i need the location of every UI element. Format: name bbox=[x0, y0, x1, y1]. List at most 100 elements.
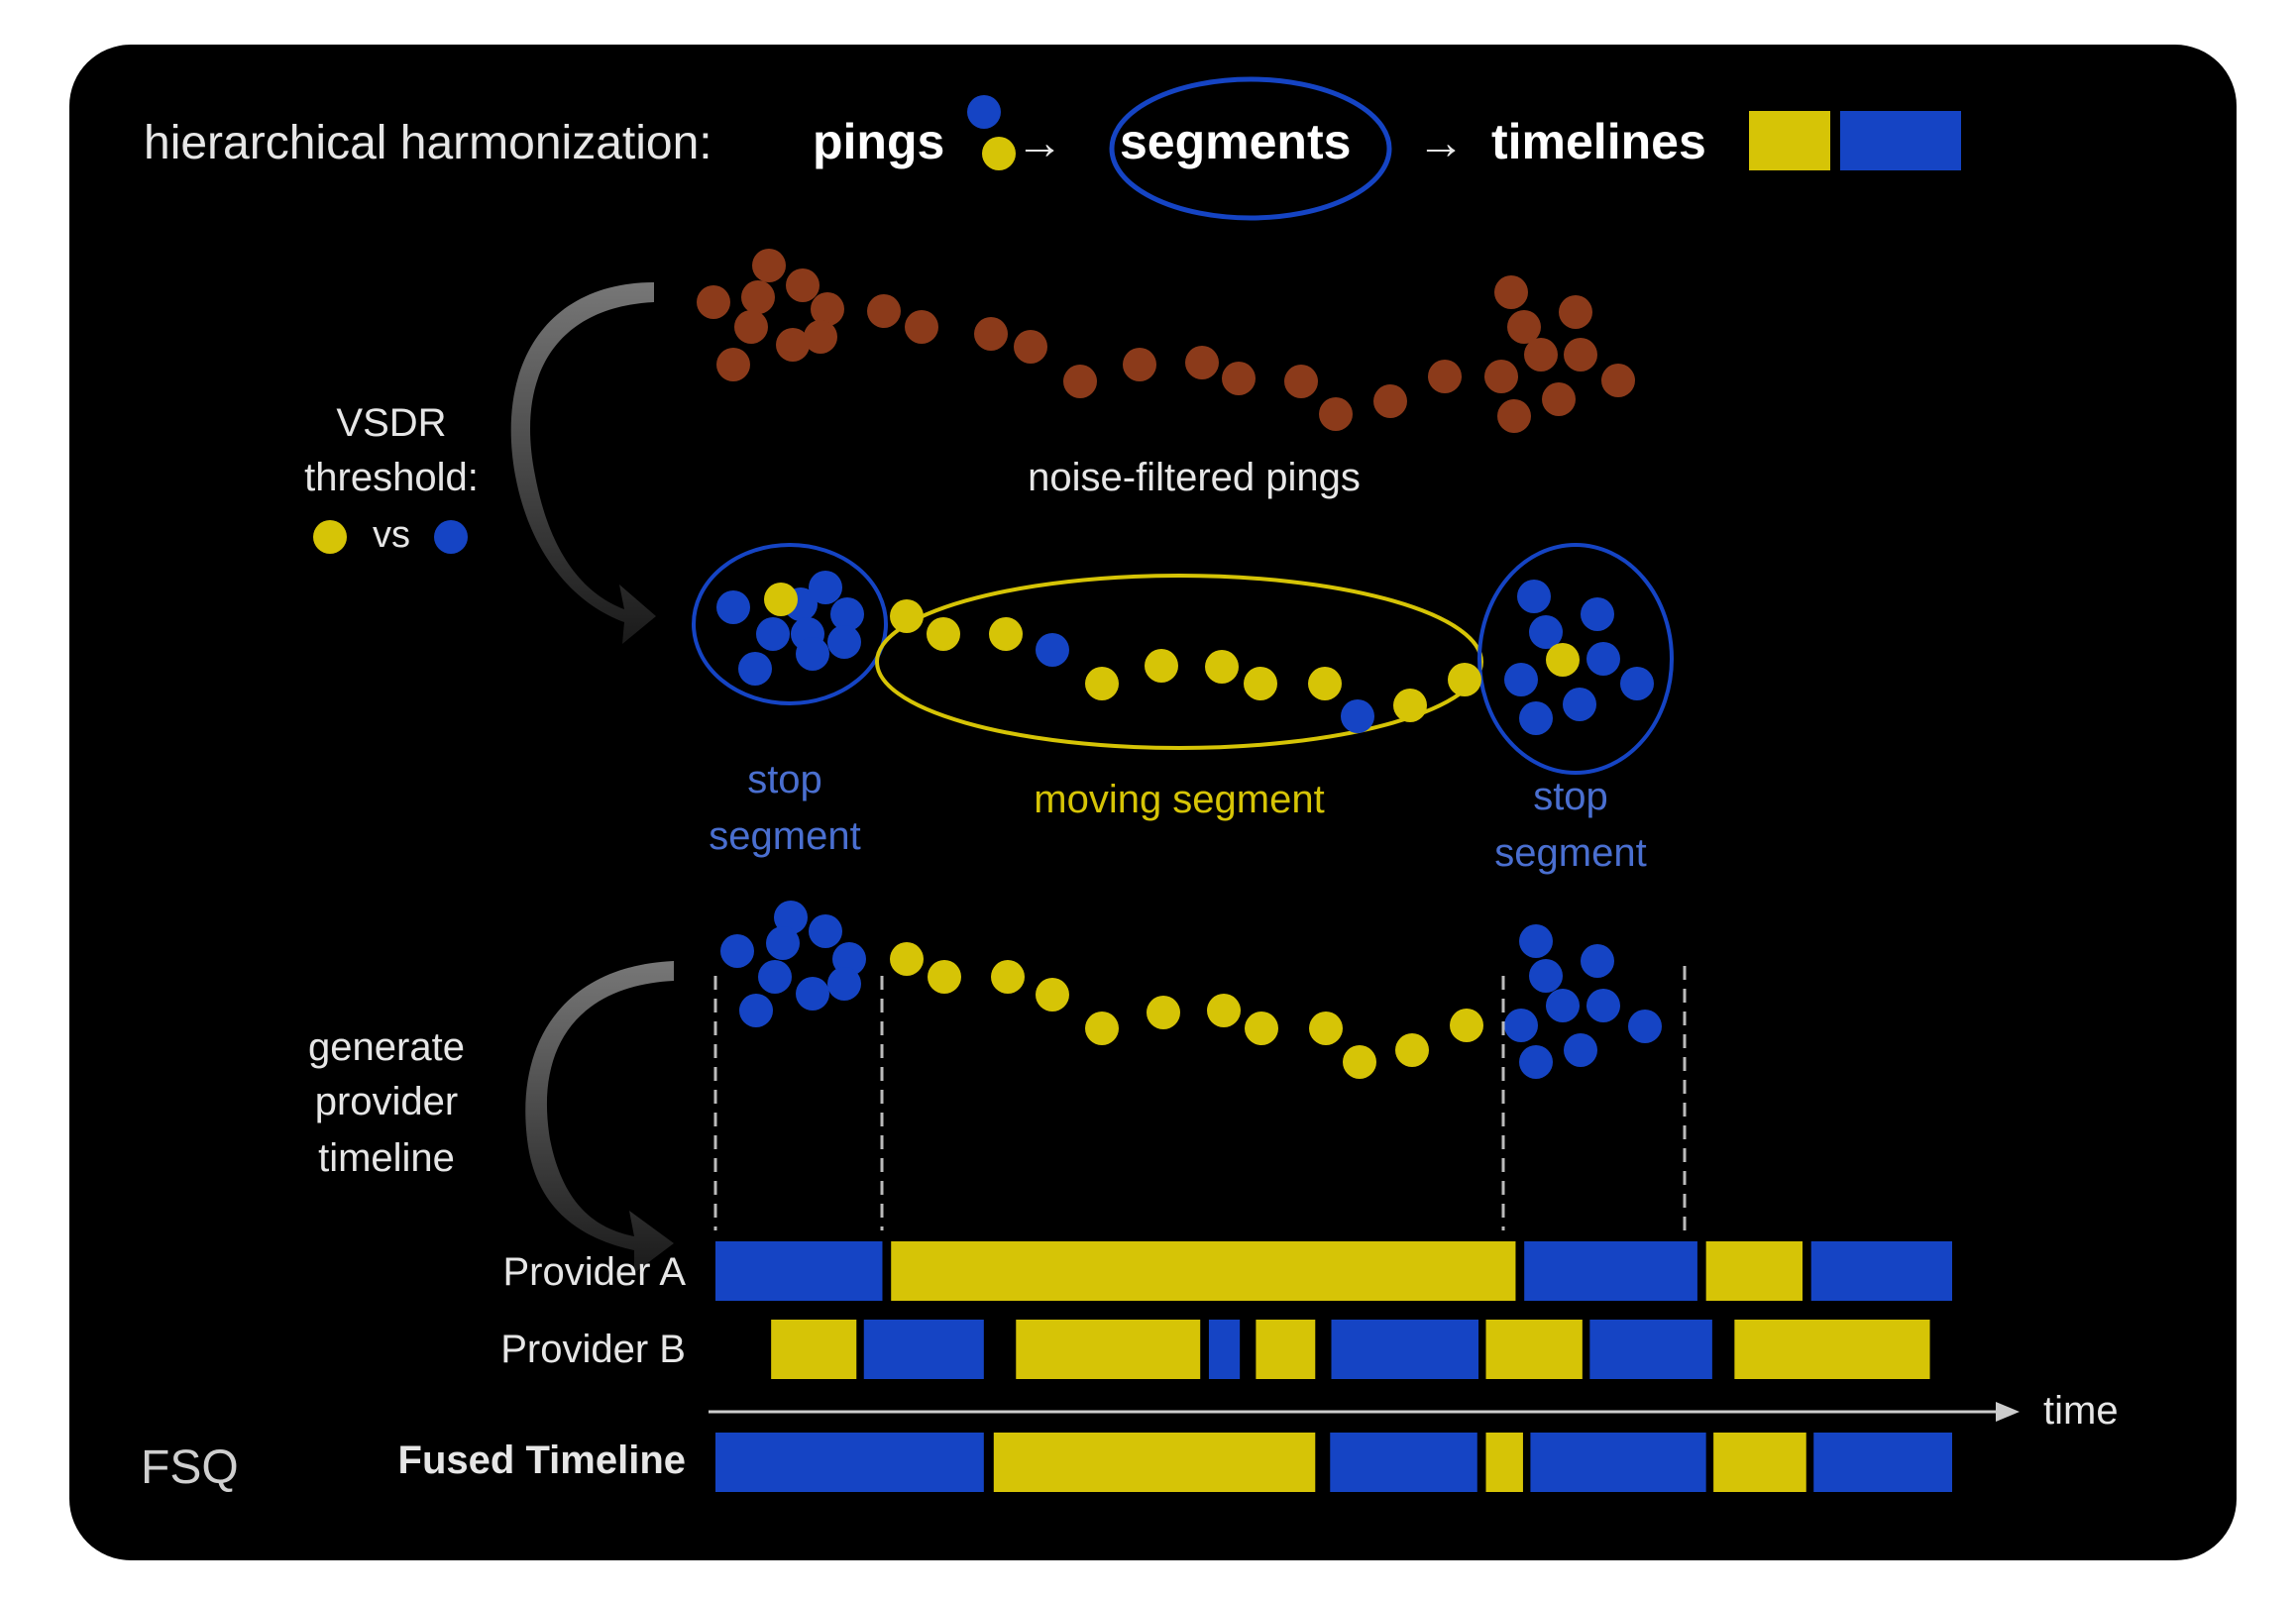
provider-b-bar-yellow bbox=[1016, 1320, 1201, 1379]
generate-label-line1: generate bbox=[308, 1025, 465, 1069]
provider-a-label: Provider A bbox=[502, 1250, 686, 1294]
provider-a-timeline bbox=[715, 1241, 1952, 1301]
provider-a-bar-blue bbox=[1810, 1241, 1952, 1301]
provider-b-label: Provider B bbox=[500, 1328, 686, 1371]
brown-ping bbox=[741, 280, 775, 314]
diagram-panel bbox=[69, 45, 2237, 1560]
generate-label-line2: provider bbox=[315, 1080, 459, 1123]
title-prefix: hierarchical harmonization: bbox=[144, 117, 712, 169]
noise-filtered-pings bbox=[697, 249, 1635, 433]
brown-ping bbox=[974, 317, 1008, 351]
yellow-ping bbox=[1145, 649, 1178, 683]
brown-ping bbox=[1484, 360, 1518, 393]
blue-ping bbox=[796, 637, 829, 671]
blue-ping bbox=[1519, 701, 1553, 735]
blue-ping bbox=[1546, 989, 1580, 1022]
moving-segment-label: moving segment bbox=[1034, 778, 1324, 821]
fused-timeline-label: Fused Timeline bbox=[398, 1438, 686, 1482]
segment-boundaries bbox=[713, 966, 1687, 1230]
brown-ping bbox=[1284, 365, 1318, 398]
blue-ping bbox=[830, 597, 864, 631]
provider-b-bar-blue bbox=[863, 1320, 984, 1379]
yellow-ping bbox=[1085, 1012, 1119, 1045]
blue-ping bbox=[774, 901, 808, 934]
blue-ping bbox=[796, 977, 829, 1011]
blue-ping bbox=[1586, 642, 1620, 676]
provider-a-bar-yellow bbox=[1705, 1241, 1803, 1301]
stop-segment-ellipse-right bbox=[1477, 543, 1674, 775]
vsdr-blue-legend bbox=[434, 520, 468, 554]
blue-ping bbox=[1563, 688, 1596, 721]
provider-b-bar-blue bbox=[1331, 1320, 1479, 1379]
title-pings: pings bbox=[813, 114, 944, 169]
brown-ping bbox=[1494, 275, 1528, 309]
brown-ping bbox=[1063, 365, 1097, 398]
brown-ping bbox=[804, 320, 837, 354]
blue-ping bbox=[1519, 1045, 1553, 1079]
segmented-pings bbox=[692, 543, 1674, 775]
provider-b-bar-blue bbox=[1589, 1320, 1712, 1379]
timeline-pings bbox=[720, 901, 1662, 1079]
blue-ping bbox=[739, 994, 773, 1027]
yellow-ping bbox=[927, 617, 960, 651]
time-axis-arrowhead bbox=[1996, 1402, 2020, 1422]
blue-ping bbox=[758, 960, 792, 994]
provider-b-bar-yellow bbox=[771, 1320, 857, 1379]
fused-bar-yellow bbox=[1485, 1433, 1523, 1492]
vsdr-curved-arrow bbox=[510, 282, 656, 644]
stop-segment-ellipse-left bbox=[692, 543, 888, 705]
brown-ping bbox=[734, 310, 768, 344]
brown-ping bbox=[811, 292, 844, 326]
provider-b-bar-blue bbox=[1208, 1320, 1241, 1379]
brown-ping bbox=[867, 294, 901, 328]
brown-ping bbox=[1373, 384, 1407, 418]
vsdr-label-line1: VSDR bbox=[336, 401, 446, 445]
moving-segment-ellipse bbox=[875, 574, 1483, 750]
blue-ping bbox=[1036, 633, 1069, 667]
yellow-ping bbox=[1207, 994, 1241, 1027]
yellow-ping bbox=[1393, 689, 1427, 722]
blue-ping bbox=[716, 590, 750, 624]
brown-ping bbox=[1601, 364, 1635, 397]
fsq-logo: FSQ bbox=[141, 1441, 239, 1494]
title-arrow-1: → bbox=[1016, 117, 1063, 169]
blue-ping bbox=[1529, 615, 1563, 649]
blue-ping bbox=[1504, 663, 1538, 696]
brown-ping bbox=[1559, 295, 1592, 329]
brown-ping bbox=[697, 285, 730, 319]
fused-bar-yellow bbox=[1713, 1433, 1806, 1492]
provider-b-bar-yellow bbox=[1485, 1320, 1583, 1379]
provider-b-bar-yellow bbox=[1734, 1320, 1930, 1379]
yellow-ping bbox=[1205, 650, 1239, 684]
noise-filtered-label: noise-filtered pings bbox=[1028, 456, 1361, 499]
title-blue-block bbox=[1840, 111, 1961, 170]
brown-ping bbox=[786, 268, 820, 302]
blue-ping bbox=[809, 571, 842, 604]
fused-bar-blue bbox=[1813, 1433, 1952, 1492]
yellow-ping bbox=[764, 583, 798, 616]
provider-b-timeline bbox=[771, 1320, 1930, 1379]
vsdr-label-line2: threshold: bbox=[304, 456, 479, 499]
provider-b-bar-yellow bbox=[1256, 1320, 1316, 1379]
title-blue-ping bbox=[967, 95, 1001, 129]
yellow-ping bbox=[991, 960, 1025, 994]
title-yellow-ping bbox=[982, 137, 1016, 170]
yellow-ping bbox=[1395, 1033, 1429, 1067]
brown-ping bbox=[1428, 360, 1462, 393]
generate-curved-arrow bbox=[525, 961, 674, 1273]
stop-segment-left-line2: segment bbox=[709, 814, 860, 858]
brown-ping bbox=[1319, 397, 1353, 431]
fused-bar-blue bbox=[1330, 1433, 1477, 1492]
brown-ping bbox=[905, 310, 938, 344]
yellow-ping bbox=[1546, 643, 1580, 677]
title-yellow-block bbox=[1749, 111, 1830, 170]
blue-ping bbox=[766, 926, 800, 960]
brown-ping bbox=[1123, 348, 1156, 381]
yellow-ping bbox=[1308, 667, 1342, 700]
blue-ping bbox=[1581, 944, 1614, 978]
yellow-ping bbox=[928, 960, 961, 994]
yellow-ping bbox=[1448, 663, 1481, 696]
blue-ping bbox=[756, 617, 790, 651]
yellow-ping bbox=[1450, 1009, 1483, 1042]
